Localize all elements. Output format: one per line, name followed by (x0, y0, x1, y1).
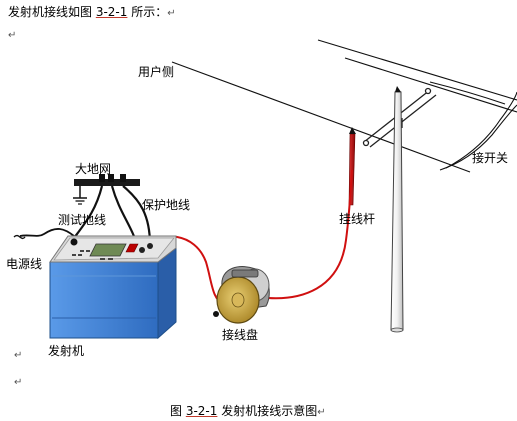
caption-figure-ref: 3-2-1 (185, 404, 218, 418)
heading-prefix: 发射机接线如图 (8, 5, 96, 19)
paragraph-mark: ↵ (14, 377, 23, 388)
power-cord (19, 228, 75, 237)
paragraph-mark: ↵ (317, 407, 326, 418)
label-transmitter: 发射机 (48, 344, 85, 358)
utility-pole (390, 86, 404, 333)
paragraph-mark: ↵ (8, 30, 17, 41)
label-switch: 接开关 (472, 151, 509, 165)
label-hook-rod: 挂线杆 (339, 212, 376, 226)
overhead-lines (171, 39, 517, 173)
caption-suffix: 发射机接线示意图 (217, 404, 318, 418)
paragraph-mark: ↵ (167, 8, 176, 19)
label-test-ground: 测试地线 (58, 213, 107, 227)
heading: 发射机接线如图 3-2-1 所示：↵ (8, 5, 176, 21)
heading-figure-ref: 3-2-1 (95, 5, 128, 19)
heading-suffix: 所示： (127, 5, 168, 19)
label-ground-grid: 大地网 (75, 162, 112, 176)
paragraph-mark: ↵ (14, 350, 23, 361)
caption-prefix: 图 (170, 404, 186, 418)
label-protect-ground: 保护地线 (142, 198, 191, 212)
label-reel: 接线盘 (222, 328, 259, 342)
figure-caption: 图 3-2-1 发射机接线示意图↵ (170, 404, 326, 420)
red-wire-to-rod (267, 169, 353, 300)
cable-reel (213, 266, 270, 324)
transmitter-device (49, 235, 177, 340)
ground-bar (73, 174, 140, 205)
label-power-cord: 电源线 (6, 257, 43, 271)
label-user-side: 用户侧 (138, 65, 175, 79)
